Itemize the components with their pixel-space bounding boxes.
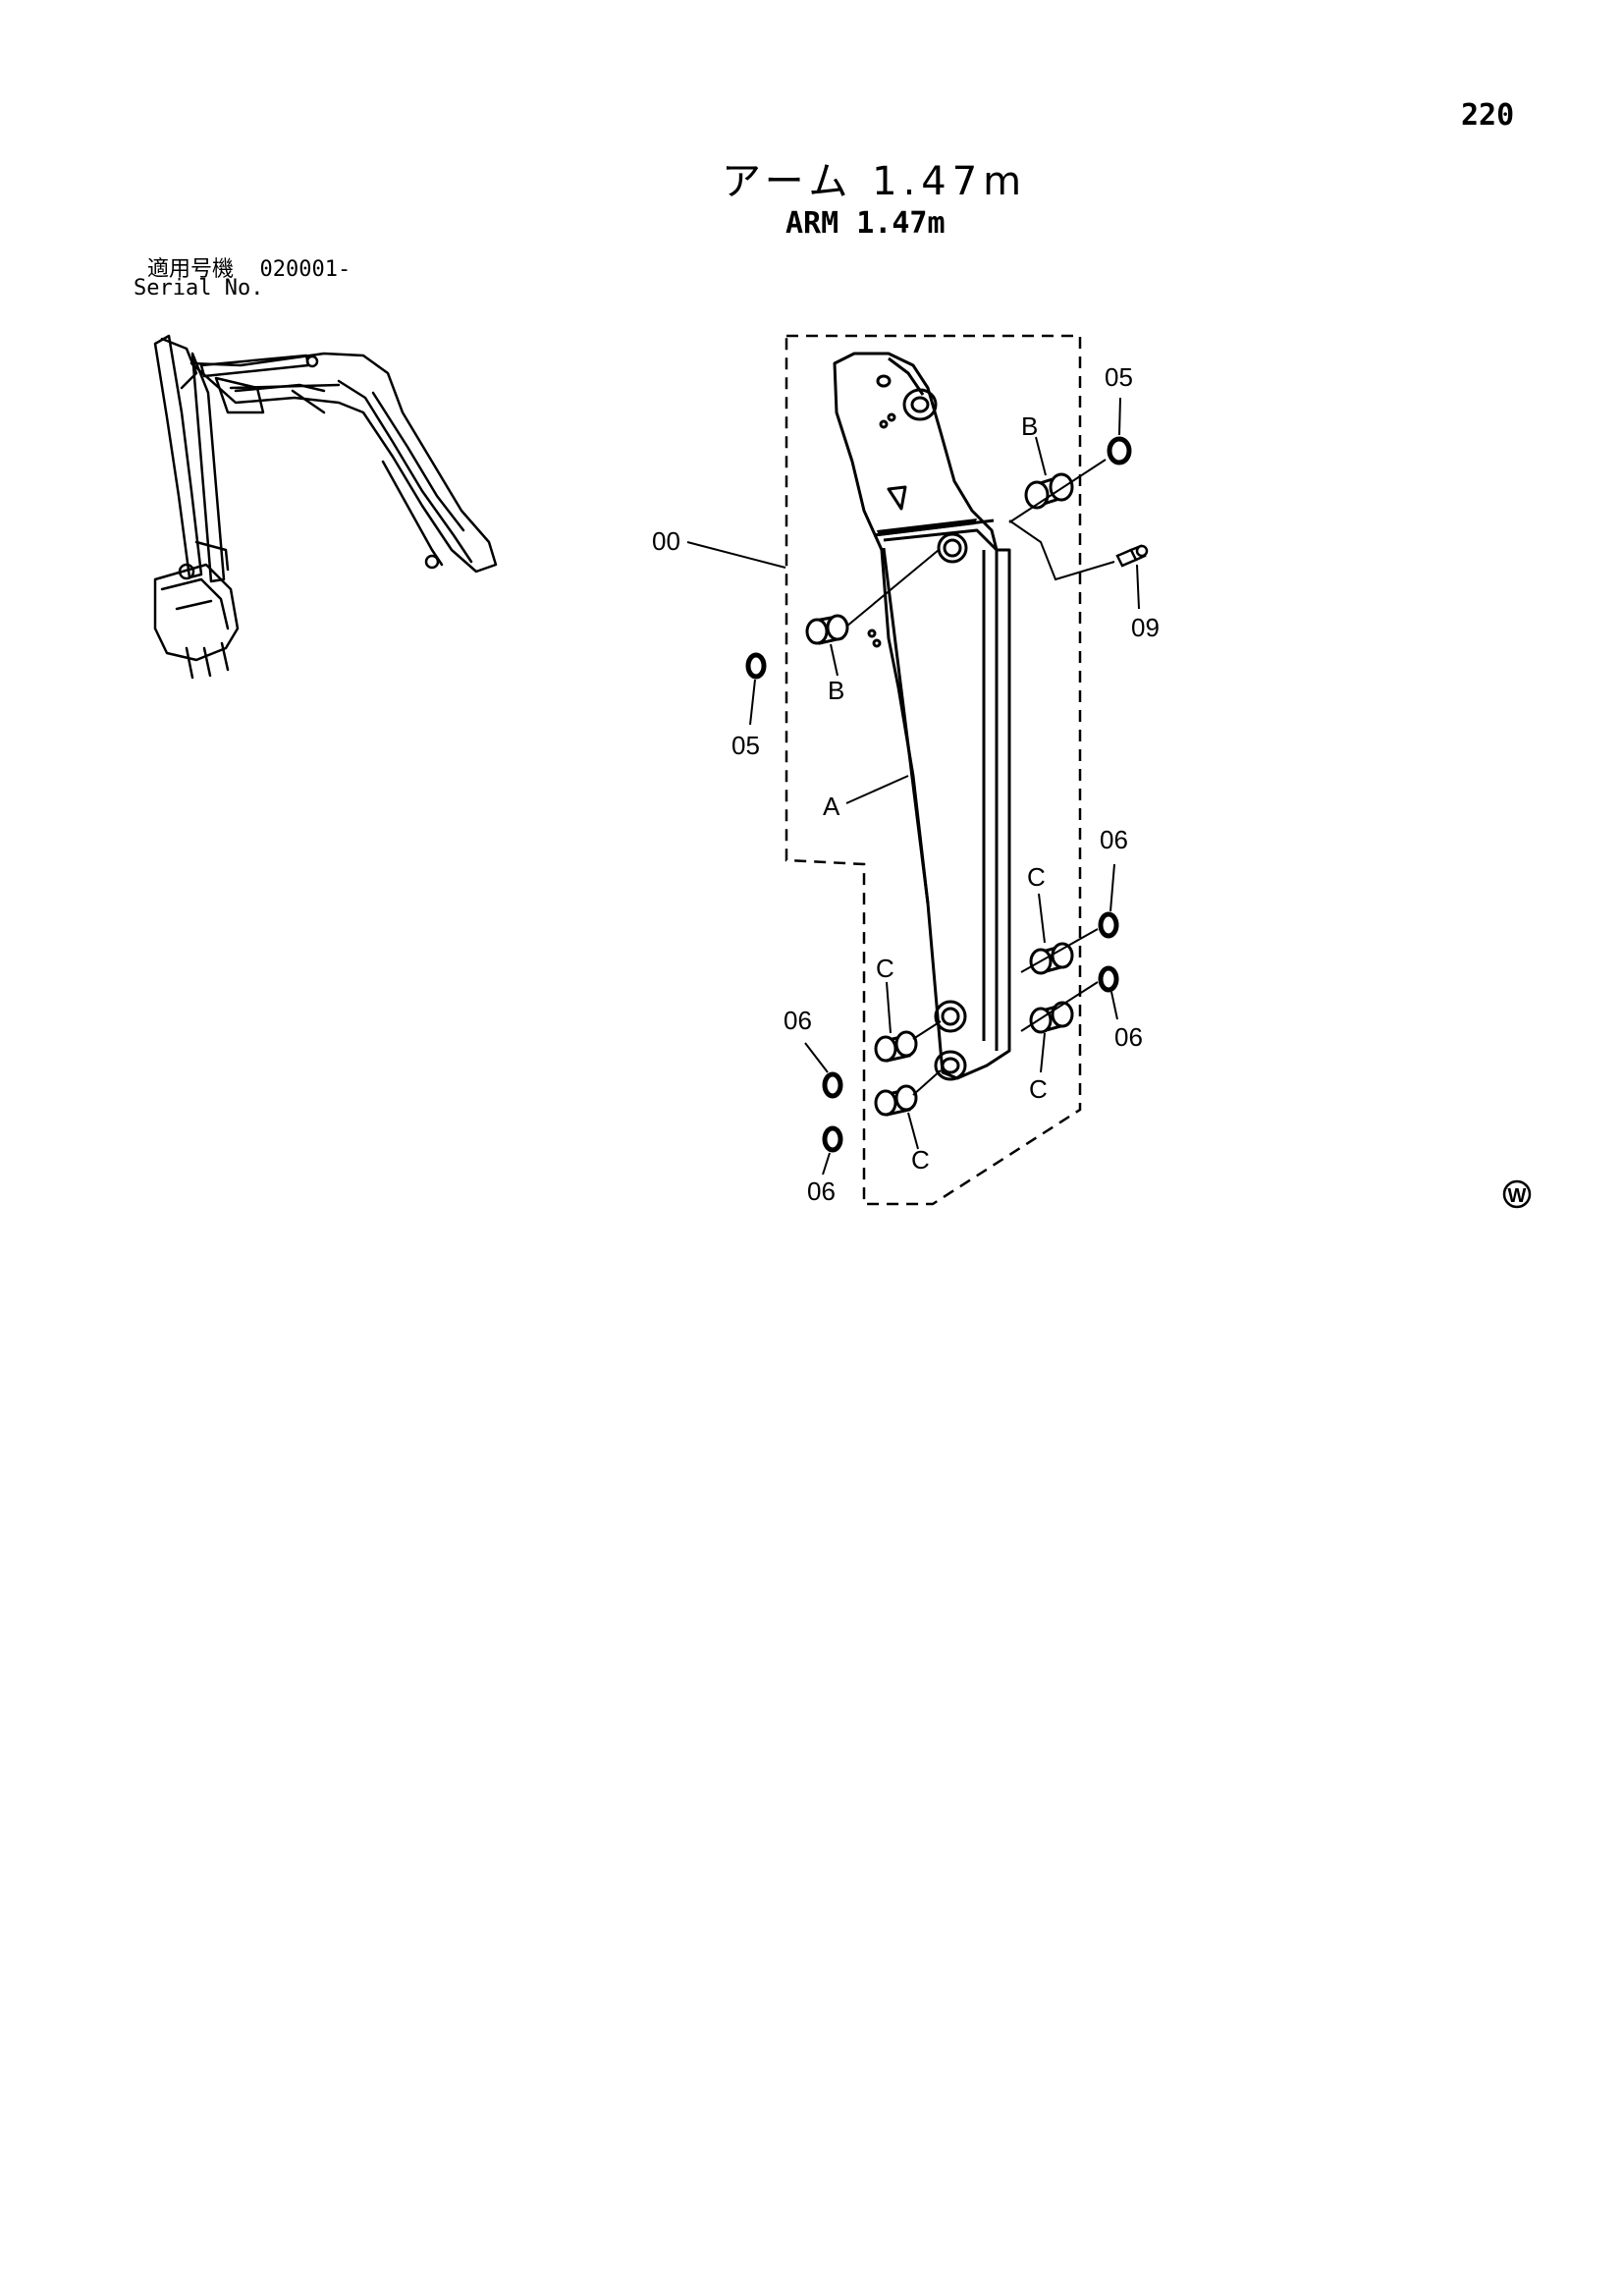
w-mark-letter: W <box>1508 1185 1527 1207</box>
callout-washer-05-left: 05 <box>731 731 760 760</box>
callout-washer-06-right-lower: 06 <box>1114 1022 1143 1052</box>
callout-bushing-c-left-lower: C <box>911 1145 930 1175</box>
assembly-boundary <box>784 334 1082 1206</box>
excavator-front-attachment <box>153 334 498 680</box>
arm-body <box>833 352 1011 1081</box>
grease-nipple-09 <box>1115 544 1149 568</box>
bushing-b-top <box>1024 472 1074 510</box>
page-number: 220 <box>1461 98 1515 133</box>
serial-range: 020001- <box>259 257 352 282</box>
callout-arm-a: A <box>823 792 840 821</box>
callout-washer-06-left-lower: 06 <box>807 1176 836 1206</box>
callout-bushing-c-left-upper: C <box>876 954 894 983</box>
bushing-c-right-upper <box>1029 942 1074 975</box>
washer-05-left <box>745 652 767 680</box>
callout-bushing-c-right-upper: C <box>1027 862 1046 892</box>
bushing-c-left-upper <box>874 1030 918 1063</box>
callout-grease-09: 09 <box>1131 613 1160 642</box>
leader-lines <box>686 397 1140 1175</box>
callout-bushing-c-right-lower: C <box>1029 1074 1048 1104</box>
serial-label-jp-text: 適用号機 <box>147 257 235 282</box>
callout-bushing-b-left: B <box>828 676 844 705</box>
washer-06-right-lower <box>1098 965 1119 993</box>
callout-washer-05-top: 05 <box>1105 362 1133 392</box>
bushing-c-left-lower <box>874 1084 918 1117</box>
circled-w-mark: W <box>1502 1179 1532 1209</box>
serial-label-japanese: 適用号機 020001- <box>147 251 351 283</box>
callout-washer-06-right-upper: 06 <box>1100 825 1128 854</box>
callout-bushing-b-top: B <box>1021 411 1038 441</box>
bushing-b-left <box>805 614 849 645</box>
callout-washer-06-left-upper: 06 <box>784 1006 812 1035</box>
callout-assembly-00: 00 <box>652 526 680 556</box>
title-japanese: アーム 1.47m <box>722 159 1028 204</box>
title-english: ARM 1.47m <box>785 206 946 241</box>
washer-06-left-lower <box>822 1125 843 1153</box>
serial-label-english: Serial No. <box>134 276 264 301</box>
washer-05-top <box>1107 436 1132 465</box>
arm-reinforcement-plate <box>877 519 977 536</box>
bushing-c-right-lower <box>1029 1001 1074 1034</box>
washer-06-right-upper <box>1098 911 1119 939</box>
washer-06-left-upper <box>822 1071 843 1099</box>
